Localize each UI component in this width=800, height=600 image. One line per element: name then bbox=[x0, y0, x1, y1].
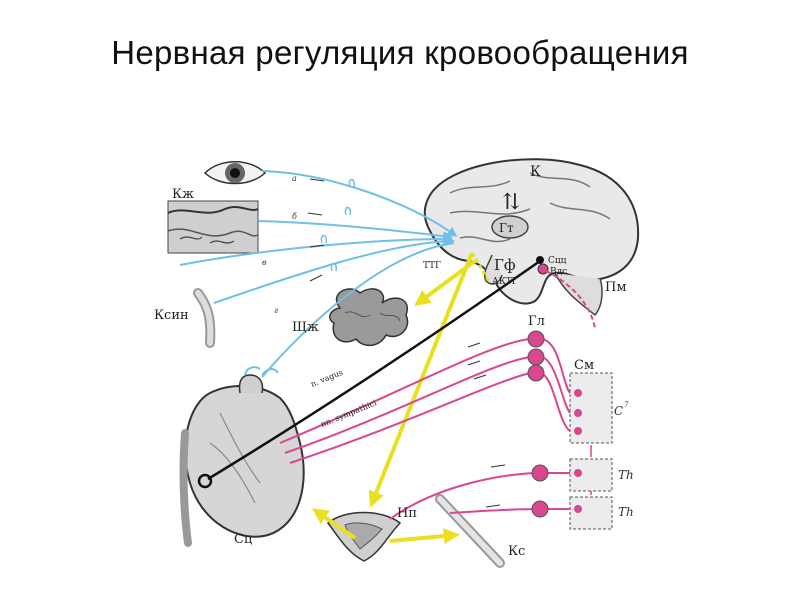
thyroid bbox=[329, 288, 409, 347]
pituitary bbox=[483, 254, 503, 285]
label-medulla-2: Вдс bbox=[550, 267, 567, 277]
label-path-g: г bbox=[274, 306, 278, 315]
label-cortex: К bbox=[530, 164, 541, 180]
ganglia bbox=[527, 330, 549, 518]
label-th-2: Th bbox=[618, 505, 634, 519]
label-hypothalamus: Гт bbox=[499, 221, 514, 235]
label-path-a: а bbox=[292, 174, 297, 183]
label-medulla-oblongata: Пм bbox=[605, 280, 626, 295]
label-segment-c-sup: 7 bbox=[624, 401, 629, 409]
label-thyroid: Щж bbox=[292, 320, 319, 335]
label-th-1: Th bbox=[618, 468, 634, 482]
hormonal-pathways bbox=[312, 252, 477, 544]
label-path-b: б bbox=[292, 212, 297, 221]
label-ganglion: Гл bbox=[528, 314, 545, 329]
label-spinal-cord: См bbox=[574, 358, 594, 373]
vagus-nerve bbox=[207, 259, 541, 481]
hypothalamus bbox=[491, 215, 529, 239]
medulla-oblongata bbox=[554, 272, 603, 317]
circulation-diagram: К ⇅ Гт Гф ТТГ АКТГ Сцц Вдс Пм Кж Ксин Щж… bbox=[150, 143, 650, 580]
slide-title: Нервная регуляция кровообращения bbox=[111, 34, 689, 71]
label-skin: Кж bbox=[172, 187, 194, 202]
skin-block bbox=[167, 200, 259, 254]
sinus-vessel bbox=[193, 288, 216, 348]
sympathetic-pathways bbox=[279, 338, 571, 520]
diagram-svg: К ⇅ Гт Гф ТТГ АКТГ Сцц Вдс Пм Кж Ксин Щж… bbox=[154, 158, 640, 568]
eye bbox=[203, 161, 267, 185]
label-tsh: ТТГ bbox=[423, 261, 441, 271]
vessel-ks bbox=[435, 494, 505, 568]
label-segment-c: C bbox=[614, 404, 623, 418]
label-path-v: в bbox=[262, 258, 267, 267]
label-vessel: Кс bbox=[508, 544, 525, 559]
adrenal bbox=[326, 511, 402, 562]
label-heart: Сц bbox=[234, 532, 252, 547]
label-sinus: Ксин bbox=[154, 308, 189, 323]
label-pituitary: Гф bbox=[494, 256, 516, 274]
label-medulla-1: Сцц bbox=[548, 256, 567, 266]
label-adrenal: Нп bbox=[397, 506, 417, 521]
spinal-neurons bbox=[574, 389, 582, 513]
label-updown-arrows: ⇅ bbox=[502, 190, 520, 215]
label-acth: АКТГ bbox=[492, 277, 518, 287]
heart bbox=[179, 366, 305, 547]
label-vagus: n. vagus bbox=[309, 368, 344, 389]
